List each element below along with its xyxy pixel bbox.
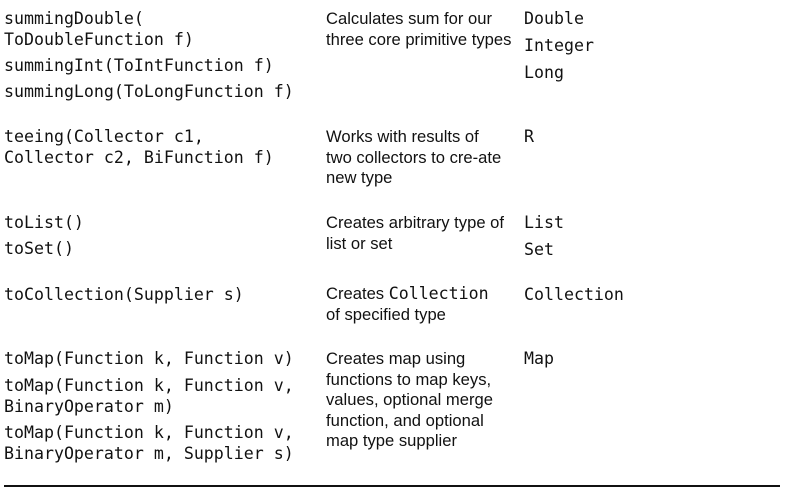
method-description: Calculates sum for our three core primit… [326, 9, 512, 49]
return-type: List [524, 213, 564, 232]
method-signature: toMap(Function k, Function v) [4, 349, 294, 368]
method-description: Creates arbitrary type of list or set [326, 213, 504, 253]
return-type: Collection [524, 285, 624, 304]
method-description: Creates map using functions to map keys,… [326, 349, 493, 450]
description-text: Creates [326, 284, 389, 303]
return-type: R [524, 127, 534, 146]
description-text: of specified type [326, 304, 446, 324]
method-signature: toMap(Function k, Function v, BinaryOper… [4, 376, 294, 416]
method-description: Works with results of two collectors to … [326, 127, 502, 187]
method-signature: toList() [4, 213, 84, 232]
return-type: Set [524, 240, 554, 259]
method-signature: toSet() [4, 239, 74, 258]
method-signature: summingInt(ToIntFunction f) [4, 56, 274, 75]
return-type: Map [524, 349, 554, 368]
return-type: Integer [524, 36, 594, 55]
method-signature: summingLong(ToLongFunction f) [4, 82, 294, 101]
return-type: Double [524, 9, 584, 28]
method-signature: toCollection(Supplier s) [4, 285, 244, 304]
method-description: Creates Collection of specified type [326, 284, 516, 325]
description-code: Collection [388, 284, 489, 303]
method-signature: teeing(Collector c1, Collector c2, BiFun… [4, 127, 274, 167]
return-type: Long [524, 63, 564, 82]
method-signature: toMap(Function k, Function v, BinaryOper… [4, 423, 294, 463]
table-bottom-rule [4, 485, 780, 487]
method-signature: summingDouble( ToDoubleFunction f) [4, 9, 194, 49]
